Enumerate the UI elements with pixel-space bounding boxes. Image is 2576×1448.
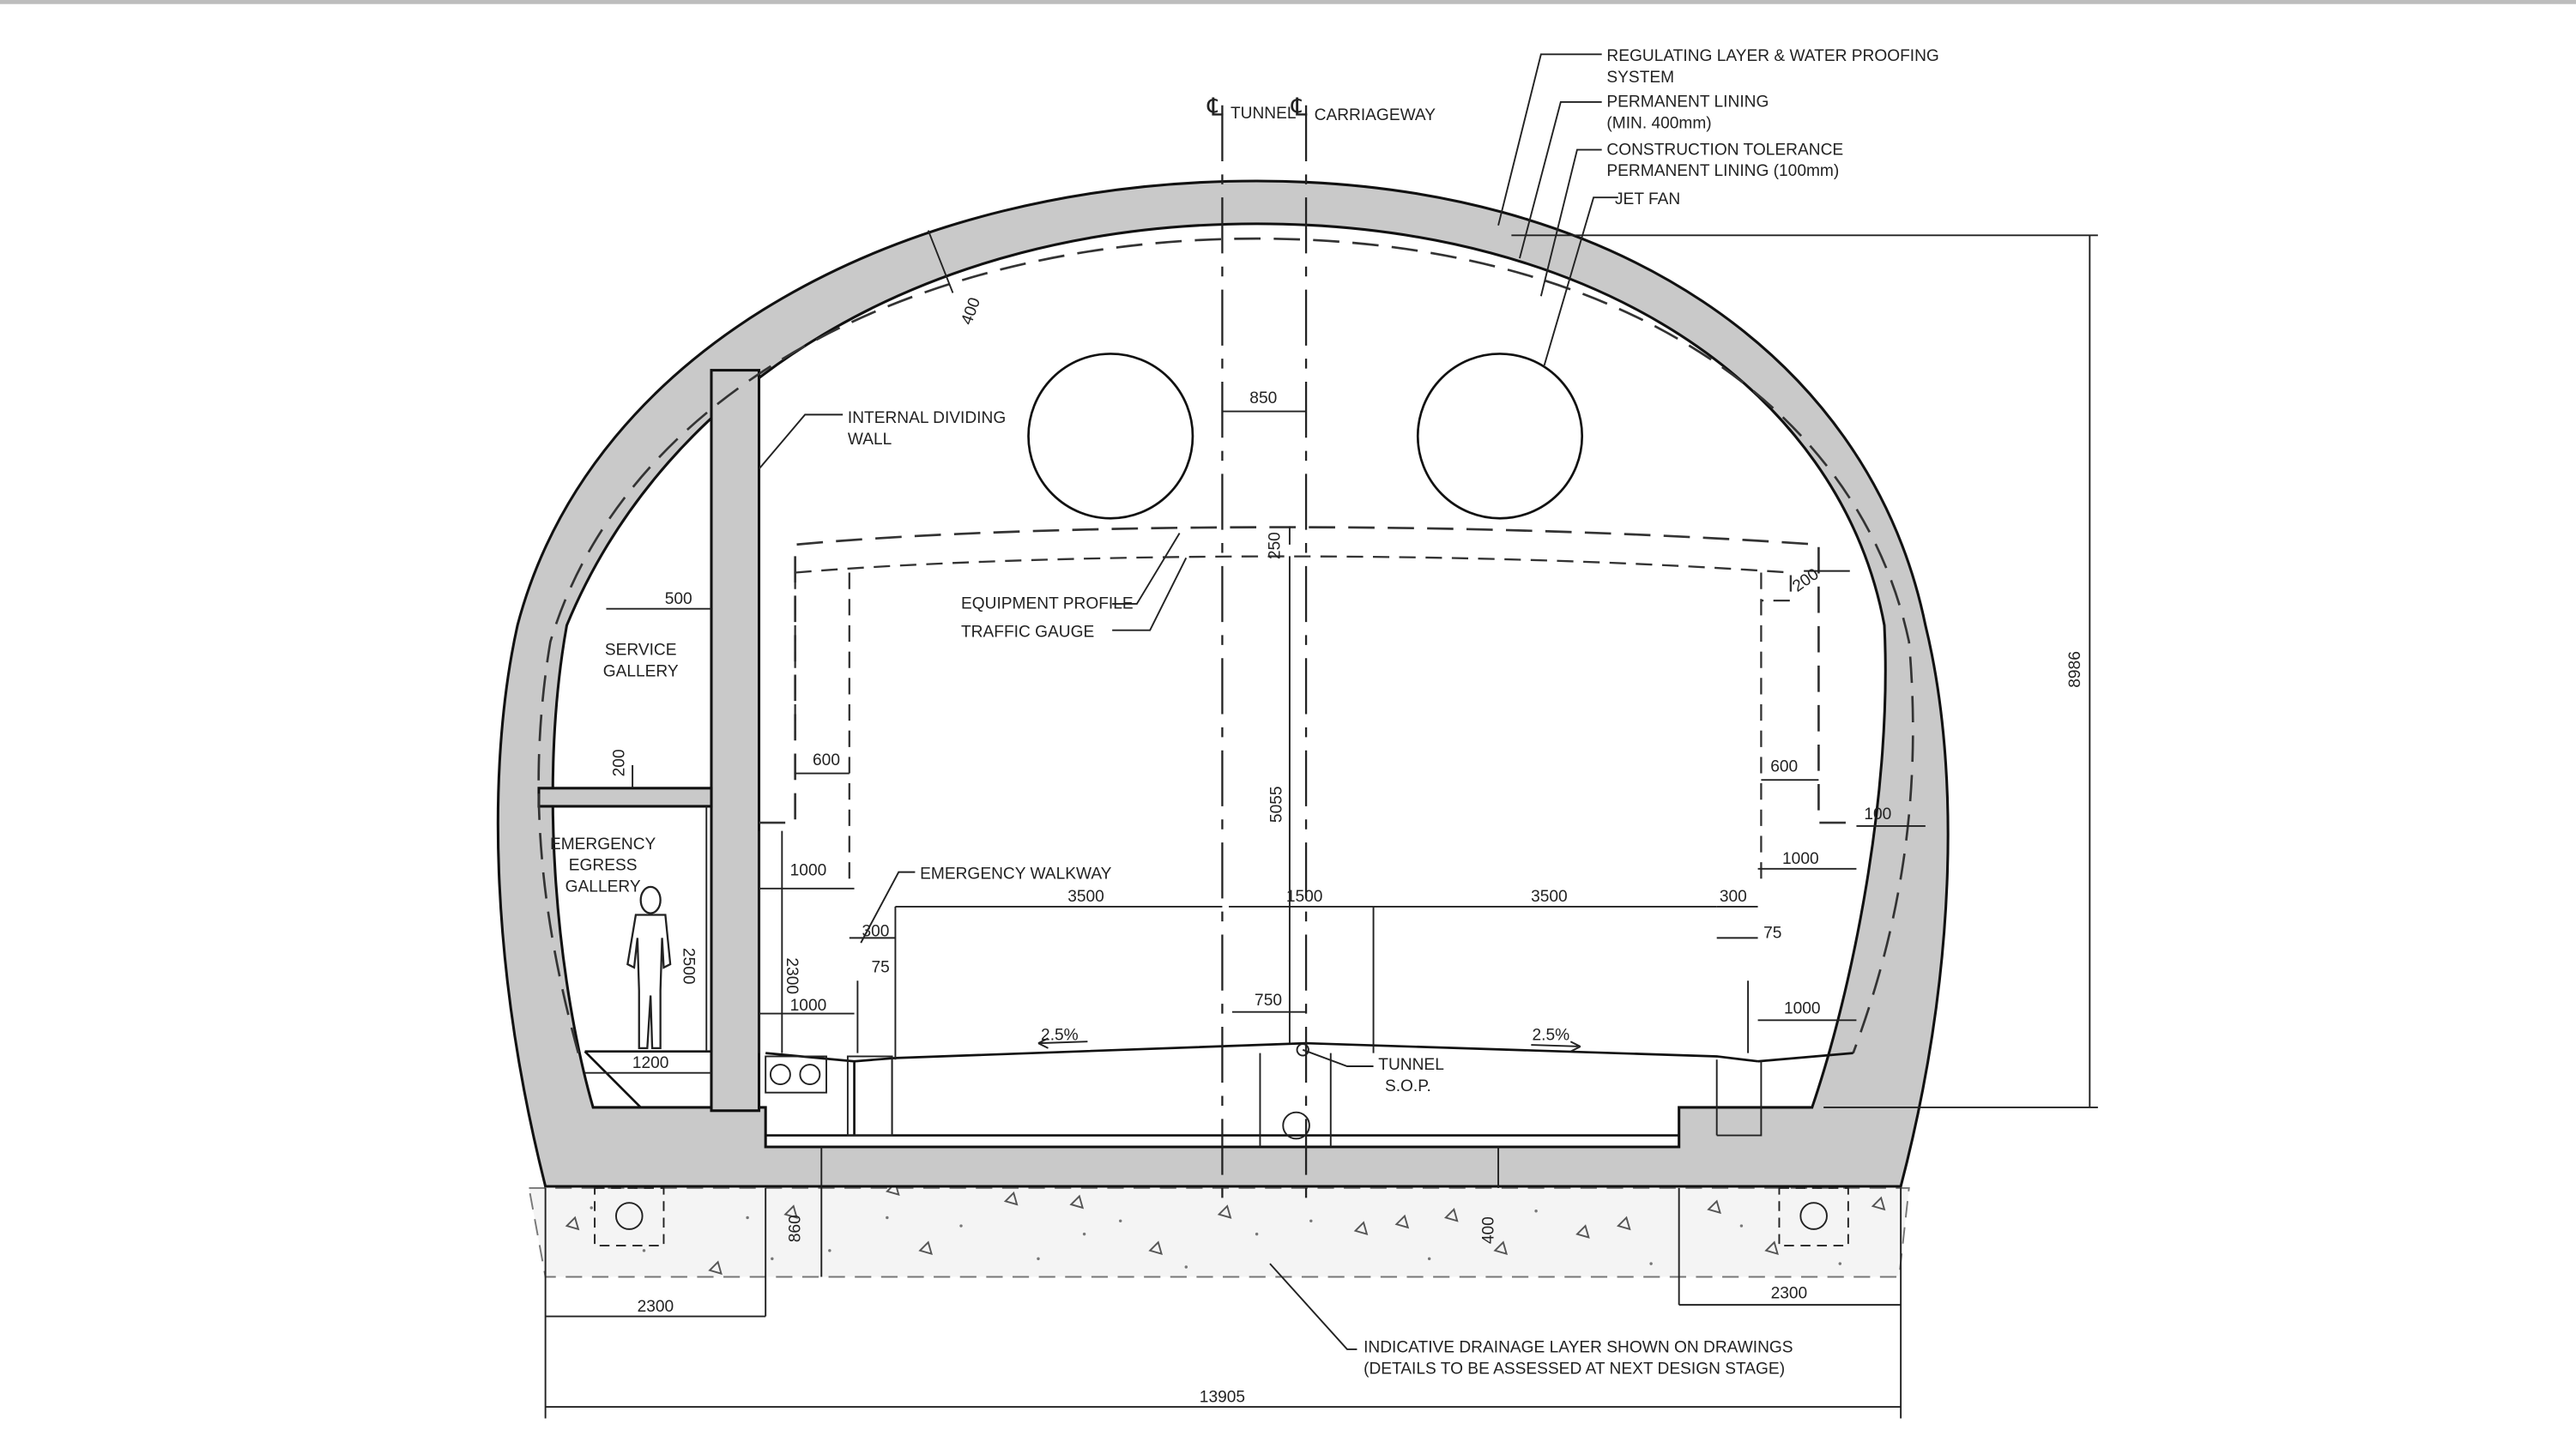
internal-dividing-wall xyxy=(710,369,761,1113)
dim-left-75: 75 xyxy=(872,959,890,977)
dim-lane-left-3500: 3500 xyxy=(1067,888,1104,906)
dim-slope-left: 2.5% xyxy=(1041,1026,1079,1044)
label-egress-gallery-2: EGRESS xyxy=(569,857,638,875)
svg-text:℄: ℄ xyxy=(1206,94,1224,121)
label-drainage-layer-2: (DETAILS TO BE ASSESSED AT NEXT DESIGN S… xyxy=(1364,1361,1785,1379)
drain-pipe-base-left xyxy=(614,1202,644,1230)
dim-right-1000-bot: 1000 xyxy=(1784,1000,1821,1018)
dim-overall-width: 13905 xyxy=(1200,1388,1245,1406)
drainage-layer xyxy=(528,1186,1910,1278)
permanent-lining xyxy=(496,179,1950,1188)
dim-left-300: 300 xyxy=(862,922,889,940)
jet-fan-right xyxy=(1416,353,1584,520)
label-regulating-layer: REGULATING LAYER & WATER PROOFING xyxy=(1606,47,1938,65)
dim-lane-right-3500: 3500 xyxy=(1531,888,1568,906)
gallery-slab xyxy=(537,787,713,808)
drain-pipe-center xyxy=(1282,1111,1310,1140)
label-internal-wall: INTERNAL DIVIDING xyxy=(848,409,1006,427)
dim-base-right-2300: 2300 xyxy=(1771,1284,1808,1302)
dim-base-left-2300: 2300 xyxy=(638,1298,674,1316)
label-traffic-gauge: TRAFFIC GAUGE xyxy=(961,623,1094,641)
label-regulating-layer-2: SYSTEM xyxy=(1606,69,1674,87)
label-egress-gallery: EMERGENCY xyxy=(550,836,656,854)
dim-right-1000-top: 1000 xyxy=(1782,850,1819,868)
dim-height-2300: 2300 xyxy=(783,957,801,994)
jet-fan-left xyxy=(1027,353,1194,520)
dim-lining-400: 400 xyxy=(958,295,984,327)
label-permanent-lining-min: (MIN. 400mm) xyxy=(1606,115,1711,133)
dim-center-1500: 1500 xyxy=(1286,888,1323,906)
dim-height-5055: 5055 xyxy=(1267,786,1285,823)
drainage-aggregate xyxy=(565,1181,1886,1276)
dim-right-75: 75 xyxy=(1763,924,1781,942)
dim-gallery-1200: 1200 xyxy=(632,1054,669,1072)
label-jet-fan: JET FAN xyxy=(1615,190,1680,208)
dim-half-750: 750 xyxy=(1255,992,1282,1010)
label-cl-tunnel: TUNNEL xyxy=(1231,105,1297,123)
label-tunnel-sop: TUNNEL xyxy=(1378,1056,1444,1074)
drain-pipe-base-right xyxy=(1799,1202,1828,1230)
dim-cl-offset-850: 850 xyxy=(1249,389,1277,407)
dim-right-100: 100 xyxy=(1864,805,1891,824)
dim-right-600: 600 xyxy=(1770,758,1798,776)
label-tunnel-sop-2: S.O.P. xyxy=(1385,1077,1431,1095)
dim-wall-500: 500 xyxy=(665,590,692,608)
label-cl-carriageway: CARRIAGEWAY xyxy=(1315,106,1436,124)
dim-overall-height: 8986 xyxy=(2066,651,2084,688)
label-service-gallery: SERVICE xyxy=(605,641,677,659)
traffic-gauge xyxy=(795,555,1792,602)
dim-gauge-250: 250 xyxy=(1266,532,1284,559)
dim-slab-200: 200 xyxy=(611,749,629,776)
equipment-profile xyxy=(759,526,1857,824)
person-figure xyxy=(626,885,672,1050)
label-equipment-profile: EQUIPMENT PROFILE xyxy=(961,595,1134,613)
label-emergency-walkway: EMERGENCY WALKWAY xyxy=(920,865,1112,883)
svg-text:℄: ℄ xyxy=(1291,94,1308,121)
dim-left-1000-bot: 1000 xyxy=(790,997,827,1015)
dim-height-2500: 2500 xyxy=(679,948,697,985)
dim-gauge-200: 200 xyxy=(1789,565,1822,596)
label-service-gallery-2: GALLERY xyxy=(603,662,679,680)
construction-tolerance-line xyxy=(537,237,1914,1054)
dim-slab-860: 860 xyxy=(786,1215,804,1242)
drain-pipe-left-2 xyxy=(799,1064,821,1086)
dim-slope-right: 2.5% xyxy=(1533,1026,1570,1044)
label-permanent-lining: PERMANENT LINING xyxy=(1606,94,1769,112)
label-internal-wall-2: WALL xyxy=(848,431,892,449)
dim-left-600: 600 xyxy=(813,751,840,769)
dim-left-1000-top: 1000 xyxy=(790,861,827,879)
label-construction-tolerance-2: PERMANENT LINING (100mm) xyxy=(1606,162,1839,180)
drain-pipe-left-1 xyxy=(769,1064,791,1086)
label-egress-gallery-3: GALLERY xyxy=(565,878,641,896)
drainage-dots xyxy=(590,1206,1842,1269)
dim-slab-400: 400 xyxy=(1479,1216,1497,1244)
label-drainage-layer: INDICATIVE DRAINAGE LAYER SHOWN ON DRAWI… xyxy=(1364,1339,1793,1357)
label-construction-tolerance: CONSTRUCTION TOLERANCE xyxy=(1606,141,1843,159)
dim-right-300: 300 xyxy=(1720,888,1747,906)
